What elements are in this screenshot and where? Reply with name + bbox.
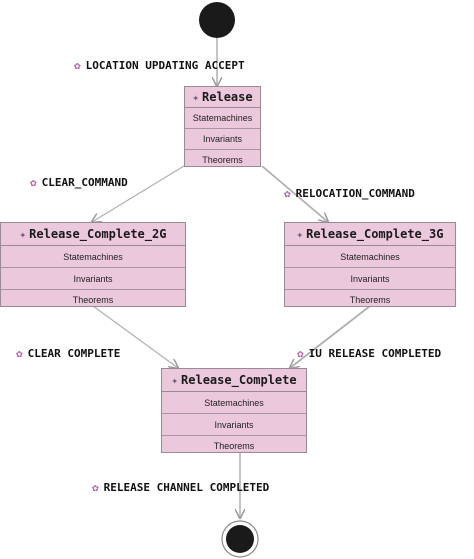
edge-release-to-2g (92, 165, 185, 222)
edge-2g-to-complete (92, 305, 178, 368)
section-invariants: Invariants (185, 129, 260, 150)
section-theorems: Theorems (202, 154, 243, 165)
section-statemachines: Statemachines (185, 108, 260, 129)
section-theorems: Theorems (72, 294, 114, 305)
state-release-complete-3g-title: ✦ Release_Complete_3G (285, 223, 455, 246)
state-release-complete-label: Release_Complete (181, 373, 297, 387)
state-release-title: ✦ Release (185, 87, 260, 108)
state-gear-icon: ✦ (19, 227, 27, 241)
section-statemachines: Statemachines (285, 246, 455, 268)
section-statemachines: Statemachines (1, 246, 185, 268)
state-release-complete-2g-label: Release_Complete_2G (29, 227, 167, 241)
section-invariants: Invariants (285, 268, 455, 290)
state-release-complete-3g-label: Release_Complete_3G (306, 227, 444, 241)
transition-event-icon: ✿ (30, 176, 37, 189)
transition-event-icon: ✿ (74, 59, 81, 72)
transition-event-icon: ✿ (284, 187, 291, 200)
state-release-label: Release (202, 90, 253, 104)
state-gear-icon: ✦ (296, 227, 304, 241)
final-node (226, 525, 254, 553)
transition-event-icon: ✿ (92, 481, 99, 494)
state-release[interactable]: ✦ Release Statemachines Invariants Theor… (184, 86, 261, 167)
transition-event-icon: ✿ (297, 347, 304, 360)
edge-release-to-3g (261, 165, 328, 222)
state-release-complete-2g-title: ✦ Release_Complete_2G (1, 223, 185, 246)
transition-relocation-command[interactable]: ✿ RELOCATION_COMMAND (284, 187, 415, 200)
section-statemachines: Statemachines (162, 392, 306, 414)
state-release-complete[interactable]: ✦ Release_Complete Statemachines Invaria… (161, 368, 307, 453)
transition-iu-release-completed[interactable]: ✿ IU RELEASE COMPLETED (297, 347, 442, 360)
transition-clear-command[interactable]: ✿ CLEAR_COMMAND (30, 176, 128, 189)
state-release-complete-title: ✦ Release_Complete (162, 369, 306, 392)
edge-3g-to-complete (290, 305, 371, 368)
state-gear-icon: ✦ (171, 373, 179, 387)
transition-release-channel-completed[interactable]: ✿ RELEASE CHANNEL COMPLETED (92, 481, 270, 494)
transition-event-icon: ✿ (16, 347, 23, 360)
state-release-complete-2g[interactable]: ✦ Release_Complete_2G Statemachines Inva… (0, 222, 186, 307)
section-theorems: Theorems (349, 294, 391, 305)
section-theorems: Theorems (213, 440, 255, 451)
transition-location-updating-accept[interactable]: ✿ LOCATION UPDATING ACCEPT (74, 59, 245, 72)
initial-node (199, 2, 235, 38)
state-gear-icon: ✦ (192, 90, 200, 104)
transition-clear-complete[interactable]: ✿ CLEAR COMPLETE (16, 347, 121, 360)
section-invariants: Invariants (1, 268, 185, 290)
section-invariants: Invariants (162, 414, 306, 436)
state-release-complete-3g[interactable]: ✦ Release_Complete_3G Statemachines Inva… (284, 222, 456, 307)
